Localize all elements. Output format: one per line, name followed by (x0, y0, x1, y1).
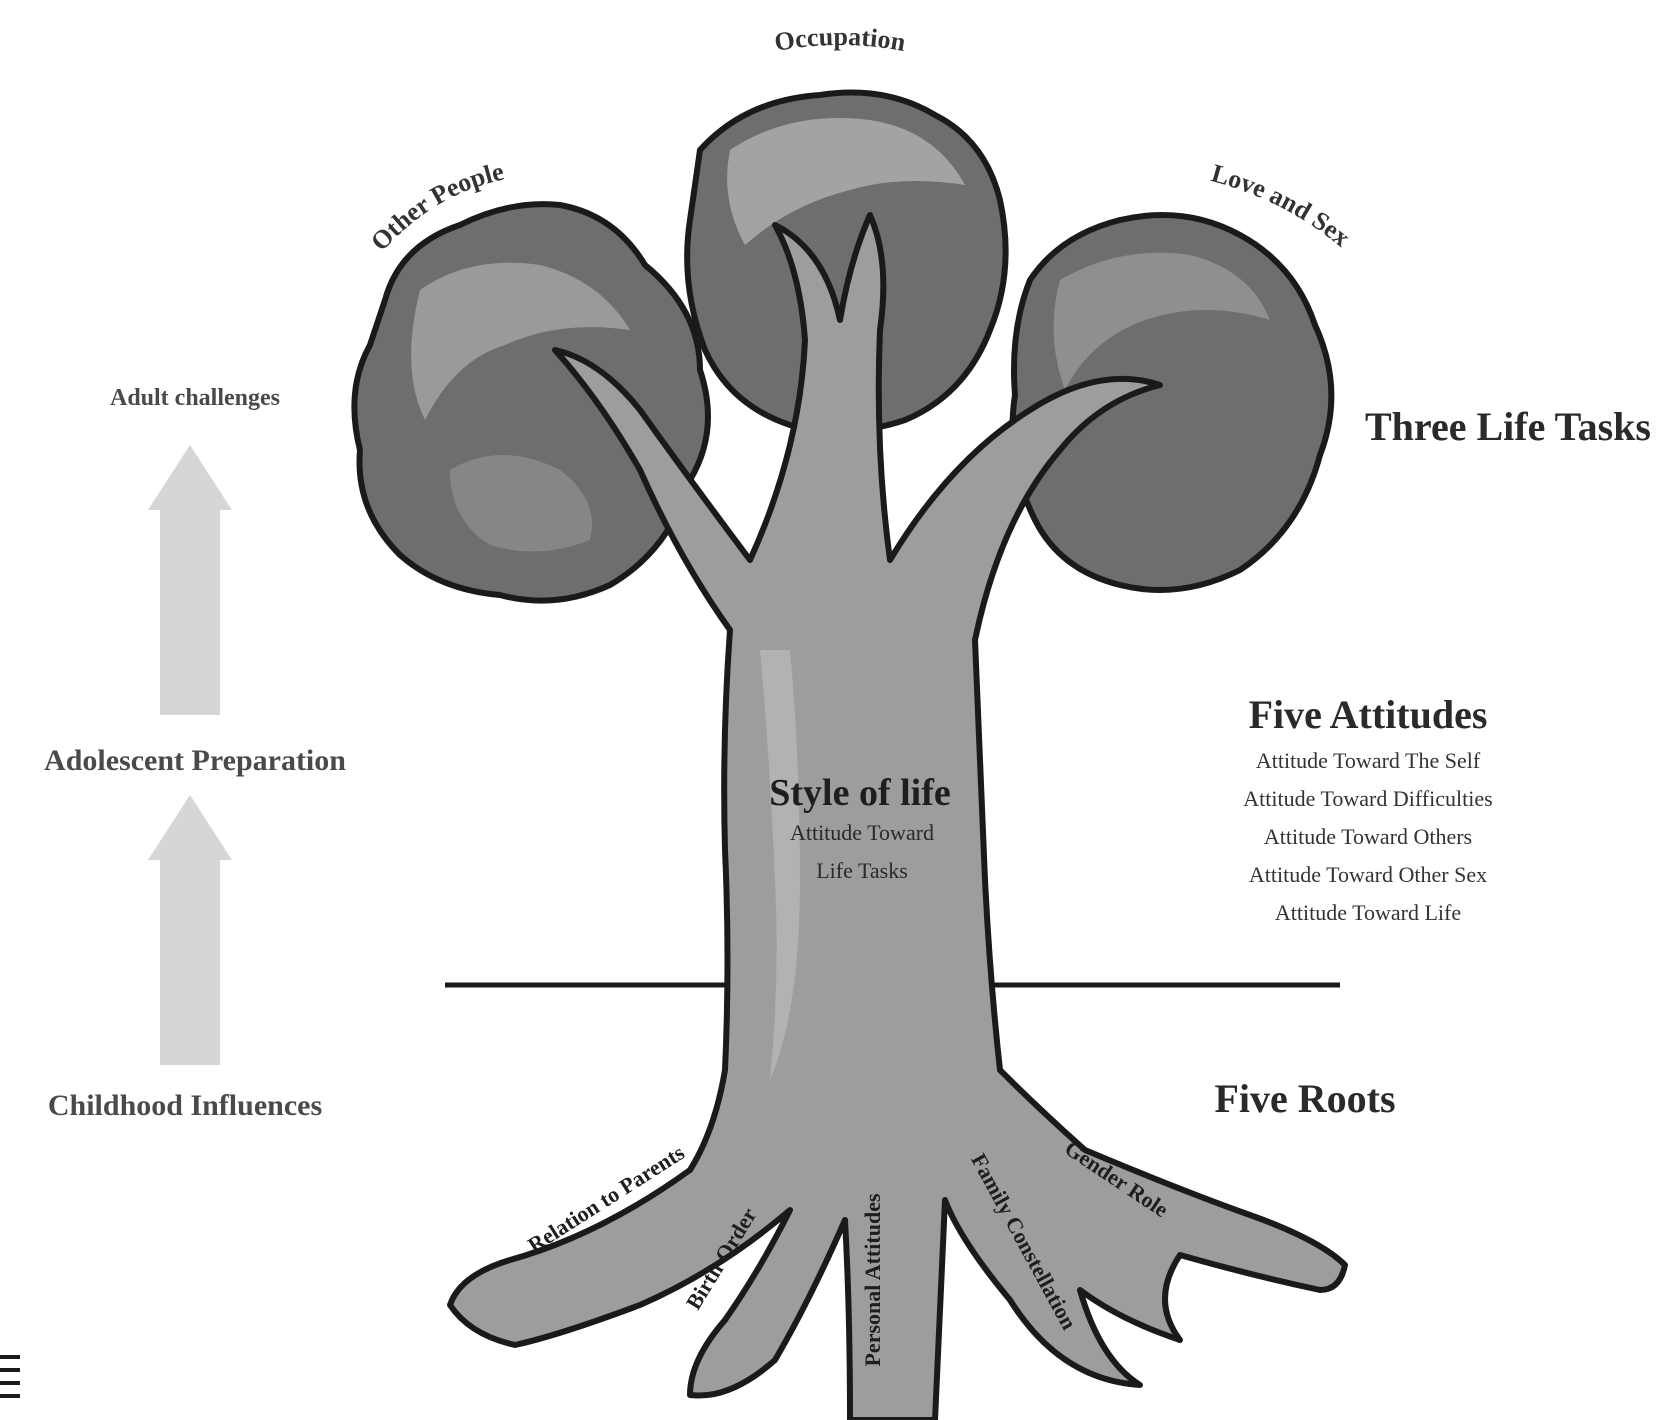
style-of-life-title: Style of life (769, 772, 951, 814)
attitude-item: Attitude Toward Difficulties (1243, 786, 1492, 811)
attitude-item: Attitude Toward Others (1264, 824, 1472, 849)
adult-challenges-label: Adult challenges (110, 385, 280, 411)
crown-label-occupation: Occupation (772, 22, 908, 57)
root-label: Personal Attitudes (860, 1193, 885, 1366)
style-of-life-subtitle-2: Life Tasks (816, 858, 908, 883)
five-attitudes-block: Five Attitudes Attitude Toward The Self … (1243, 692, 1492, 925)
attitude-item: Attitude Toward The Self (1256, 748, 1481, 773)
three-life-tasks-heading: Three Life Tasks (1365, 404, 1651, 449)
left-edge-mark (0, 1355, 20, 1398)
lower-arrow (148, 795, 232, 1065)
upper-arrow (148, 445, 232, 715)
attitude-item: Attitude Toward Life (1275, 900, 1461, 925)
adolescent-preparation-label: Adolescent Preparation (44, 744, 346, 777)
childhood-influences-label: Childhood Influences (48, 1089, 322, 1122)
five-roots-heading: Five Roots (1214, 1076, 1395, 1121)
style-of-life-subtitle-1: Attitude Toward (790, 820, 934, 845)
attitude-item: Attitude Toward Other Sex (1249, 862, 1487, 887)
crown-left (354, 204, 708, 600)
five-attitudes-heading: Five Attitudes (1249, 692, 1488, 737)
